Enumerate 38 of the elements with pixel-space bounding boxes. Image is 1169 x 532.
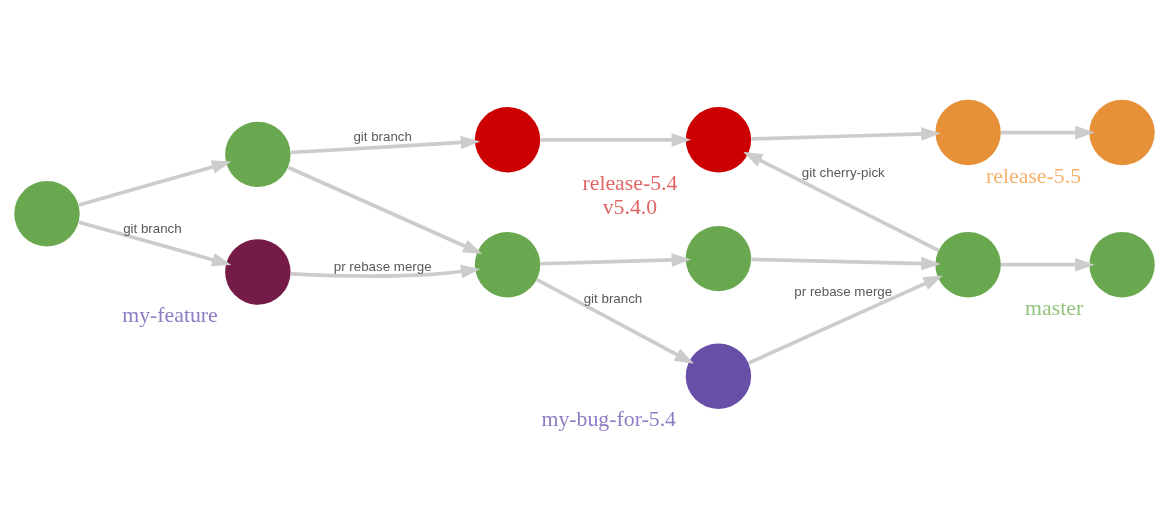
arrow	[1001, 257, 1095, 271]
node-label: master	[1025, 295, 1084, 320]
arrow	[747, 275, 943, 365]
arrow	[536, 277, 695, 364]
node-label: v5.4.0	[602, 194, 658, 219]
edge-label: pr rebase merge	[333, 258, 432, 273]
node-circle	[935, 231, 1001, 297]
arrow	[1001, 125, 1095, 139]
node-label: release-5.4	[582, 170, 678, 195]
node-circle	[685, 106, 752, 173]
node-label: release-5.5	[986, 163, 1082, 188]
node-circle	[1089, 99, 1155, 165]
edge-label: git branch	[583, 290, 643, 306]
node-circle	[14, 180, 80, 246]
node-label: my-feature	[122, 302, 218, 327]
node-circle	[474, 231, 541, 297]
edge-label: git branch	[353, 128, 412, 144]
arrow	[751, 256, 941, 270]
node-circle	[225, 238, 291, 305]
arrow	[743, 151, 940, 252]
arrow	[78, 220, 232, 266]
node-label: my-bug-for-5.4	[541, 406, 677, 431]
arrow	[540, 132, 692, 147]
edge-label: git branch	[123, 220, 182, 236]
node-circle	[474, 106, 541, 173]
arrow	[751, 126, 941, 141]
arrow	[290, 264, 481, 278]
node-circle	[935, 99, 1001, 165]
node-circle	[685, 342, 752, 409]
edge-label: pr rebase merge	[794, 283, 893, 299]
edge-label: git cherry-pick	[801, 164, 885, 180]
arrow	[290, 135, 481, 154]
arrow	[78, 159, 232, 207]
arrow	[287, 165, 483, 254]
arrow	[540, 252, 692, 267]
node-circle	[685, 225, 752, 291]
node-circle	[225, 121, 291, 187]
node-circle	[1089, 231, 1155, 297]
